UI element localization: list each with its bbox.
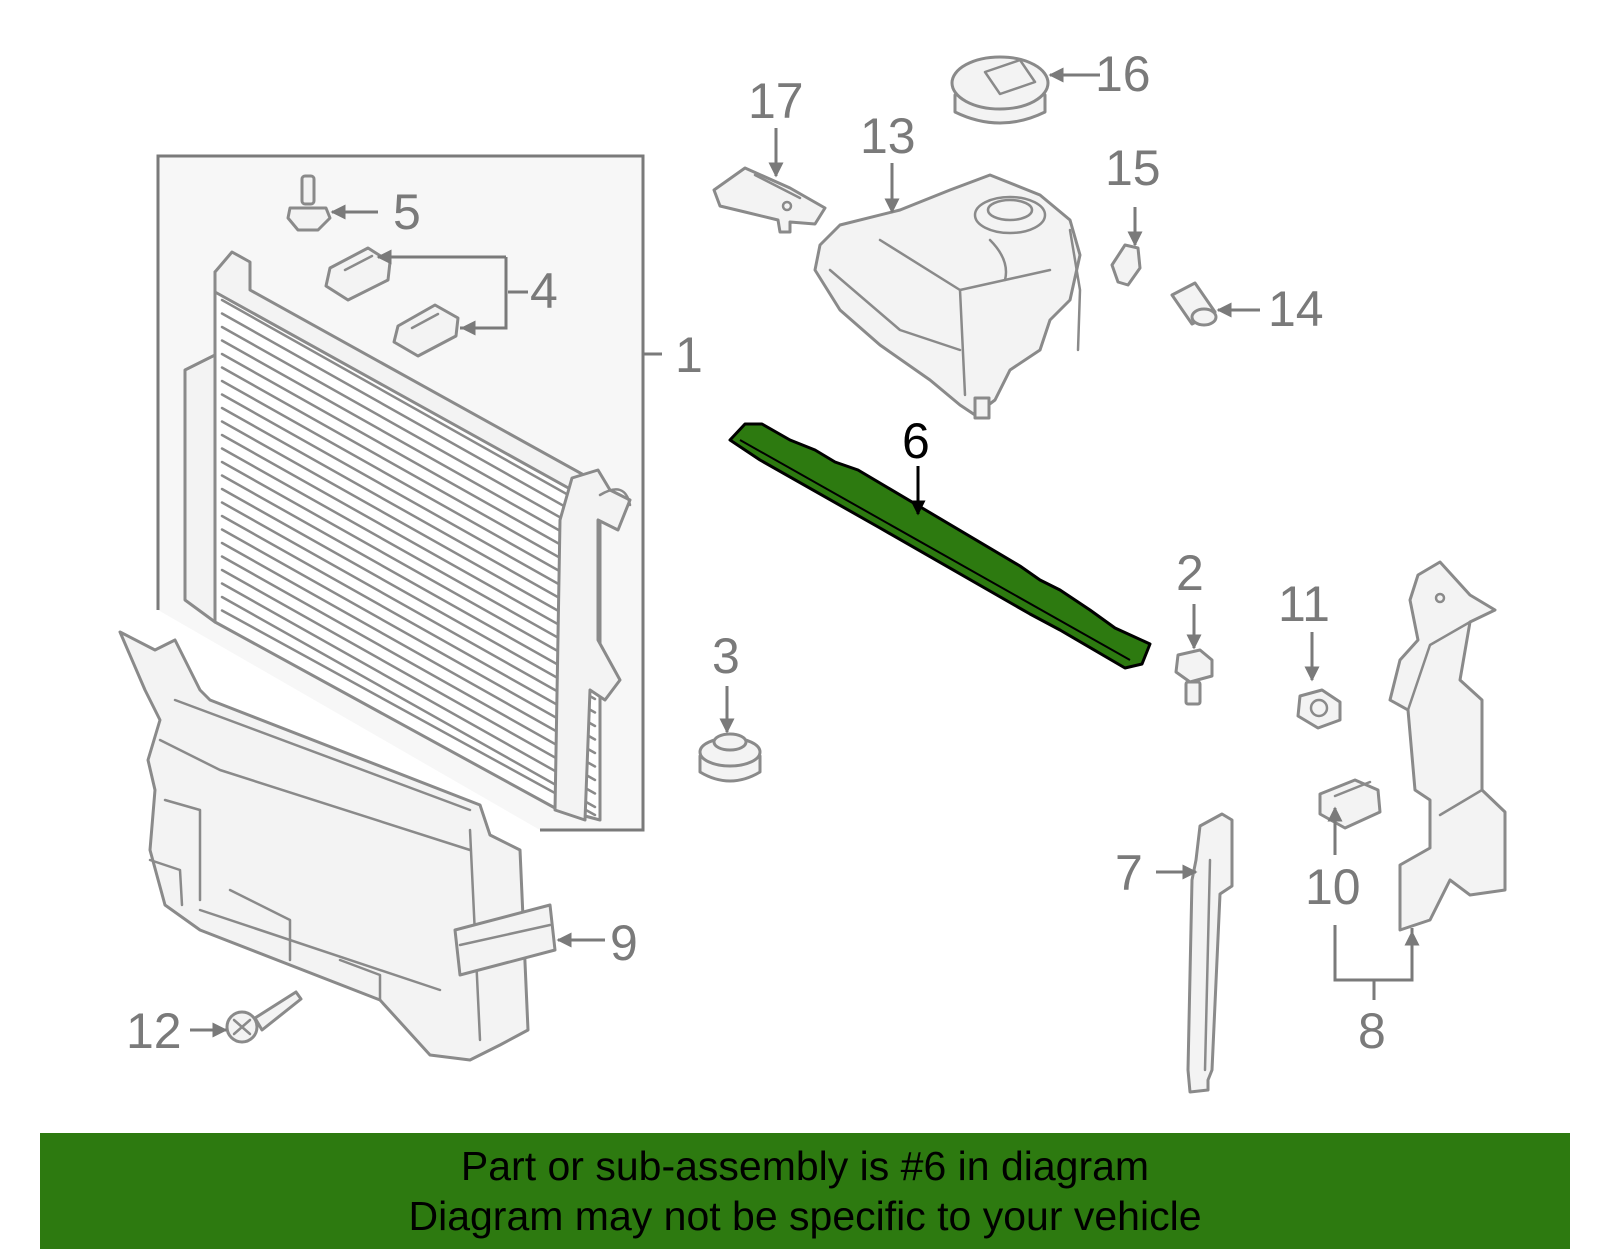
- radiator-fin-line: [220, 433, 597, 647]
- radiator-fin-line: [220, 420, 597, 633]
- radiator-fin-line: [220, 298, 597, 512]
- radiator-fin-line: [220, 379, 597, 593]
- radiator-fin-line: [220, 582, 597, 795]
- radiator-fin-line: [220, 339, 597, 552]
- part-13-reservoir: [813, 173, 1082, 420]
- radiator-fin-line: [220, 352, 597, 566]
- callout-9: 9: [610, 915, 638, 971]
- leader-lines: [190, 67, 1420, 1038]
- part-4-clips: [324, 246, 460, 358]
- radiator-fin-line: [220, 325, 597, 539]
- callout-13: 13: [860, 108, 916, 164]
- radiator-fin-line: [220, 487, 597, 701]
- callout-1: 1: [675, 327, 703, 383]
- radiator-fin-line: [220, 474, 597, 687]
- radiator-fin-line: [220, 393, 597, 606]
- radiator-fin-line: [220, 447, 597, 660]
- radiator-fin-line: [220, 528, 597, 741]
- callout-7: 7: [1115, 845, 1143, 901]
- callout-labels: 1 2 3 4 5 6 7 8 9 10 11 12 13 14 15 16 1…: [126, 46, 1386, 1059]
- part-15-sensor: [1110, 243, 1142, 287]
- part-16-cap: [950, 55, 1050, 125]
- radiator-fin-line: [220, 460, 597, 674]
- part-5-bolt: [286, 174, 332, 232]
- callout-17: 17: [748, 73, 804, 129]
- radiator-fin-line: [220, 501, 597, 714]
- callout-8: 8: [1358, 1003, 1386, 1059]
- radiator-fin-line: [220, 568, 597, 782]
- banner-line-1: Part or sub-assembly is #6 in diagram: [460, 1143, 1150, 1189]
- radiator-fin-line: [220, 514, 597, 728]
- part-7-strip: [1186, 812, 1234, 1094]
- callout-14: 14: [1268, 281, 1324, 337]
- callout-4: 4: [530, 263, 558, 319]
- radiator-fin-line: [220, 595, 597, 809]
- callout-6: 6: [902, 413, 930, 469]
- info-banner: Part or sub-assembly is #6 in diagram Di…: [40, 1133, 1570, 1249]
- banner-line-2: Diagram may not be specific to your vehi…: [408, 1193, 1202, 1239]
- part-12-screw: [225, 990, 303, 1044]
- part-17-bracket: [712, 166, 827, 234]
- radiator-support: [118, 630, 557, 1062]
- radiator-fin-line: [220, 312, 597, 525]
- callout-16: 16: [1095, 46, 1151, 102]
- radiator-fin-line: [220, 366, 597, 579]
- radiator-fin-line: [220, 406, 597, 620]
- part-10-clip: [1318, 778, 1382, 830]
- part-14-plug: [1170, 281, 1218, 327]
- radiator-fin-line: [220, 609, 597, 817]
- part-11-nut: [1296, 688, 1342, 730]
- part-2-bolt: [1174, 648, 1214, 706]
- callout-3: 3: [712, 628, 740, 684]
- part-6-highlighted-seal: [728, 422, 1152, 670]
- callout-15: 15: [1105, 140, 1161, 196]
- callout-11: 11: [1278, 576, 1330, 632]
- callout-12: 12: [126, 1003, 182, 1059]
- callout-10: 10: [1305, 859, 1361, 915]
- radiator-core: [183, 250, 632, 822]
- radiator-fin-line: [220, 555, 597, 768]
- callout-2: 2: [1176, 545, 1204, 601]
- radiator-fin-line: [220, 541, 597, 755]
- part-3-grommet: [698, 732, 762, 783]
- callout-5: 5: [393, 184, 421, 240]
- part-8-air-guide: [1388, 560, 1507, 932]
